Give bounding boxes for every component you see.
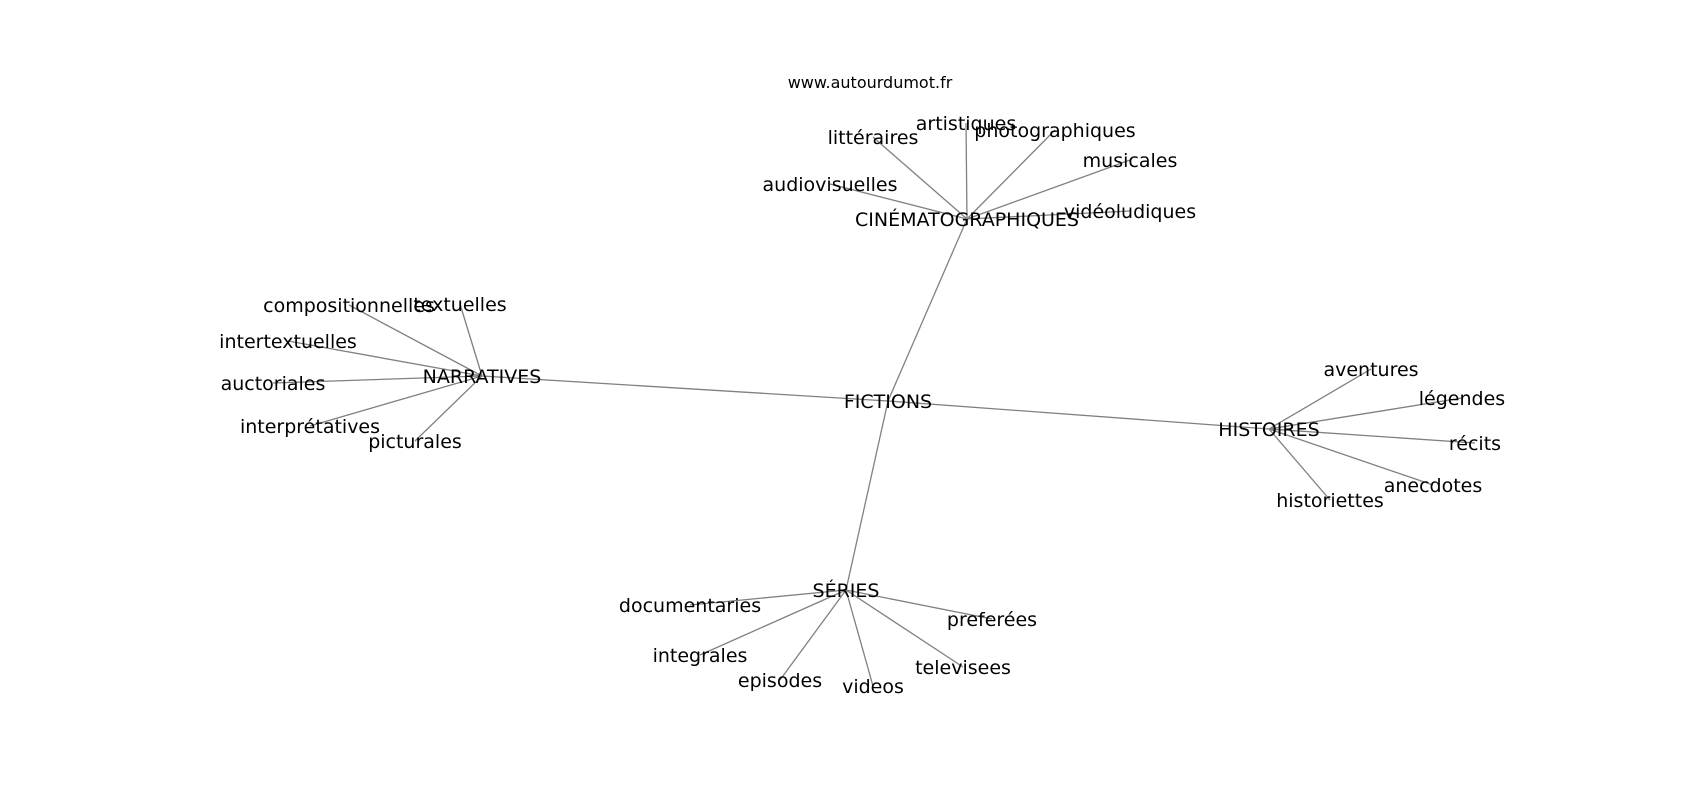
edge-series-episodes bbox=[779, 589, 847, 681]
graph-labels: www.autourdumot.fr FICTIONS CINÉMATOGRAPH… bbox=[219, 73, 1505, 698]
edge-series-integrales bbox=[699, 589, 847, 656]
leaf-node-photographiques[interactable]: photographiques bbox=[974, 120, 1135, 142]
leaf-node-videoludiques[interactable]: vidéoludiques bbox=[1064, 201, 1196, 223]
leaf-node-legendes[interactable]: légendes bbox=[1419, 388, 1505, 410]
leaf-node-integrales[interactable]: integrales bbox=[653, 645, 748, 667]
edge-fictions-histoires bbox=[887, 400, 1270, 430]
edge-histoires-historiettes bbox=[1268, 428, 1331, 501]
edge-fictions-series bbox=[845, 400, 889, 591]
leaf-node-auctoriales[interactable]: auctoriales bbox=[221, 373, 326, 395]
graph-edges bbox=[272, 122, 1476, 687]
edge-series-preferees bbox=[845, 589, 993, 620]
branch-node-histoires[interactable]: HISTOIRES bbox=[1218, 419, 1319, 441]
branch-node-narratives[interactable]: NARRATIVES bbox=[423, 366, 542, 388]
leaf-node-intertextuelles[interactable]: intertextuelles bbox=[219, 331, 357, 353]
edge-narratives-compositionnelles bbox=[348, 304, 483, 377]
leaf-node-compositionnelles[interactable]: compositionnelles bbox=[263, 295, 435, 317]
site-url: www.autourdumot.fr bbox=[788, 73, 953, 92]
edge-histoires-anecdotes bbox=[1268, 428, 1434, 486]
leaf-node-documentaries[interactable]: documentaries bbox=[619, 595, 761, 617]
edge-fictions-cinematographiques bbox=[887, 218, 968, 402]
edge-cinematographiques-artistiques bbox=[965, 122, 968, 220]
leaf-node-videos[interactable]: videos bbox=[842, 676, 904, 698]
leaf-node-preferees[interactable]: preferées bbox=[947, 609, 1037, 631]
edge-cinematographiques-musicales bbox=[966, 159, 1131, 220]
leaf-node-litteraires[interactable]: littéraires bbox=[828, 127, 919, 149]
edge-narratives-intertextuelles bbox=[287, 340, 483, 377]
edge-narratives-picturales bbox=[414, 375, 483, 442]
branch-node-cinematographiques[interactable]: CINÉMATOGRAPHIQUES bbox=[855, 208, 1079, 231]
leaf-node-historiettes[interactable]: historiettes bbox=[1276, 490, 1384, 512]
edge-series-televisees bbox=[845, 589, 964, 668]
edge-series-documentaries bbox=[689, 589, 847, 606]
leaf-node-textuelles[interactable]: textuelles bbox=[413, 294, 506, 316]
leaf-node-recits[interactable]: récits bbox=[1449, 433, 1501, 455]
center-node-fictions[interactable]: FICTIONS bbox=[844, 391, 932, 413]
edge-histoires-recits bbox=[1268, 428, 1476, 444]
leaf-node-picturales[interactable]: picturales bbox=[368, 431, 462, 453]
edge-cinematographiques-photographiques bbox=[966, 129, 1056, 220]
leaf-node-artistiques[interactable]: artistiques bbox=[916, 113, 1017, 135]
leaf-node-anecdotes[interactable]: anecdotes bbox=[1384, 475, 1483, 497]
leaf-node-televisees[interactable]: televisees bbox=[915, 657, 1011, 679]
edge-cinematographiques-videoludiques bbox=[966, 210, 1131, 220]
edge-series-videos bbox=[845, 589, 874, 687]
edge-fictions-narratives bbox=[481, 375, 889, 402]
leaf-node-audiovisuelles[interactable]: audiovisuelles bbox=[763, 174, 898, 196]
leaf-node-episodes[interactable]: episodes bbox=[738, 670, 822, 692]
edge-narratives-auctoriales bbox=[272, 375, 483, 384]
edge-histoires-aventures bbox=[1268, 368, 1372, 430]
edge-narratives-interpretatives bbox=[309, 375, 483, 427]
edge-cinematographiques-litteraires bbox=[872, 136, 968, 220]
edge-narratives-textuelles bbox=[459, 303, 483, 377]
edge-histoires-legendes bbox=[1268, 397, 1463, 430]
leaf-node-interpretatives[interactable]: interprétatives bbox=[240, 416, 380, 438]
branch-node-series[interactable]: SÉRIES bbox=[813, 579, 880, 602]
edge-cinematographiques-audiovisuelles bbox=[829, 183, 968, 220]
leaf-node-aventures[interactable]: aventures bbox=[1323, 359, 1418, 381]
leaf-node-musicales[interactable]: musicales bbox=[1083, 150, 1178, 172]
